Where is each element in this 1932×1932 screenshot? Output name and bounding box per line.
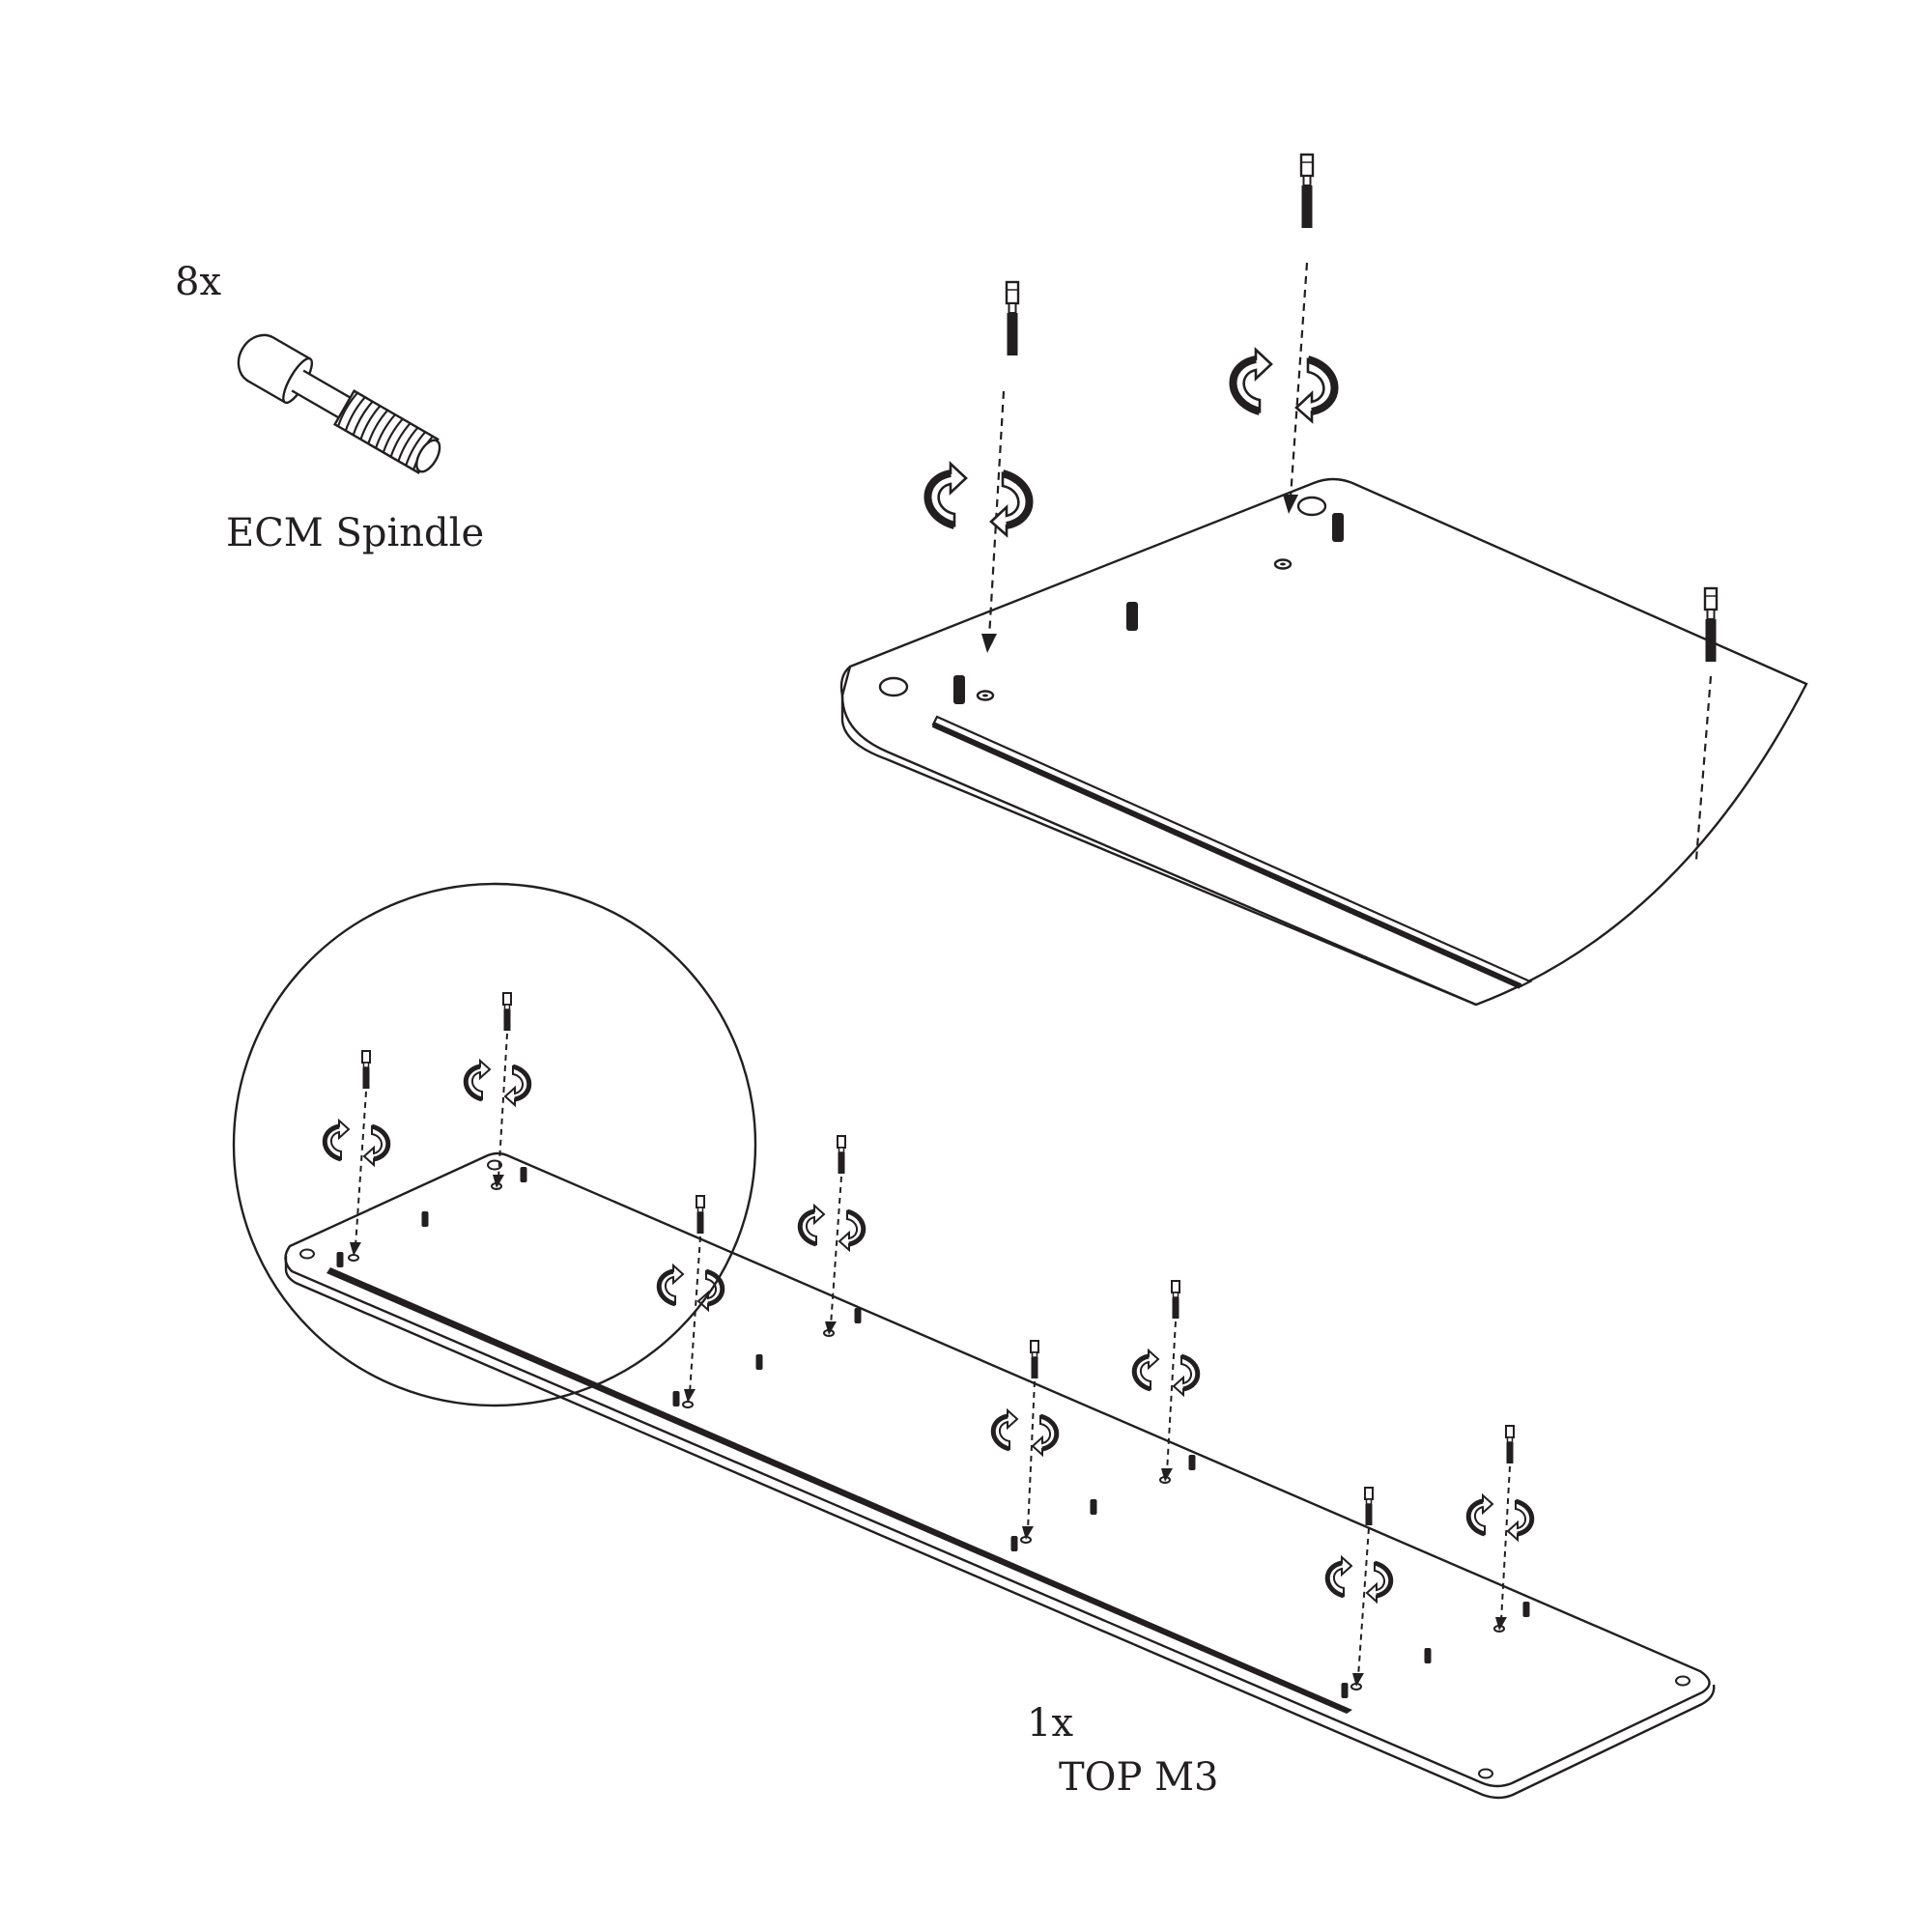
top-plate-quantity-label: 1x <box>1027 1701 1074 1746</box>
spindle-quantity-label: 8x <box>175 260 222 304</box>
screw-icon <box>230 327 448 474</box>
screw-icon <box>1505 1425 1515 1464</box>
top-plate-detail <box>842 479 1806 1005</box>
screw-icon <box>696 1195 705 1235</box>
rotate-clockwise-icon <box>1468 1495 1532 1540</box>
spindle-name-label: ECM Spindle <box>226 511 485 555</box>
top-plate-name-label: TOP M3 <box>1059 1755 1219 1800</box>
screw-icon <box>1299 153 1315 230</box>
rotate-clockwise-icon <box>466 1061 529 1105</box>
screw-icon <box>1703 586 1719 664</box>
rotate-clockwise-icon <box>1134 1350 1198 1395</box>
screw-icon <box>502 992 512 1032</box>
screw-icon <box>361 1050 371 1090</box>
top-plate <box>285 992 1714 1798</box>
screw-icon <box>1030 1340 1039 1379</box>
rotate-clockwise-icon <box>927 464 1029 535</box>
screw-icon <box>1364 1487 1374 1526</box>
rotate-clockwise-icon <box>325 1121 388 1165</box>
rotate-clockwise-icon <box>800 1206 864 1250</box>
screw-icon <box>837 1135 846 1175</box>
magnifier-circle <box>234 884 755 1406</box>
screw-icon <box>1171 1280 1180 1320</box>
rotate-clockwise-icon <box>1233 350 1334 421</box>
screw-icon <box>1005 280 1020 357</box>
detail-view <box>841 153 1806 1005</box>
